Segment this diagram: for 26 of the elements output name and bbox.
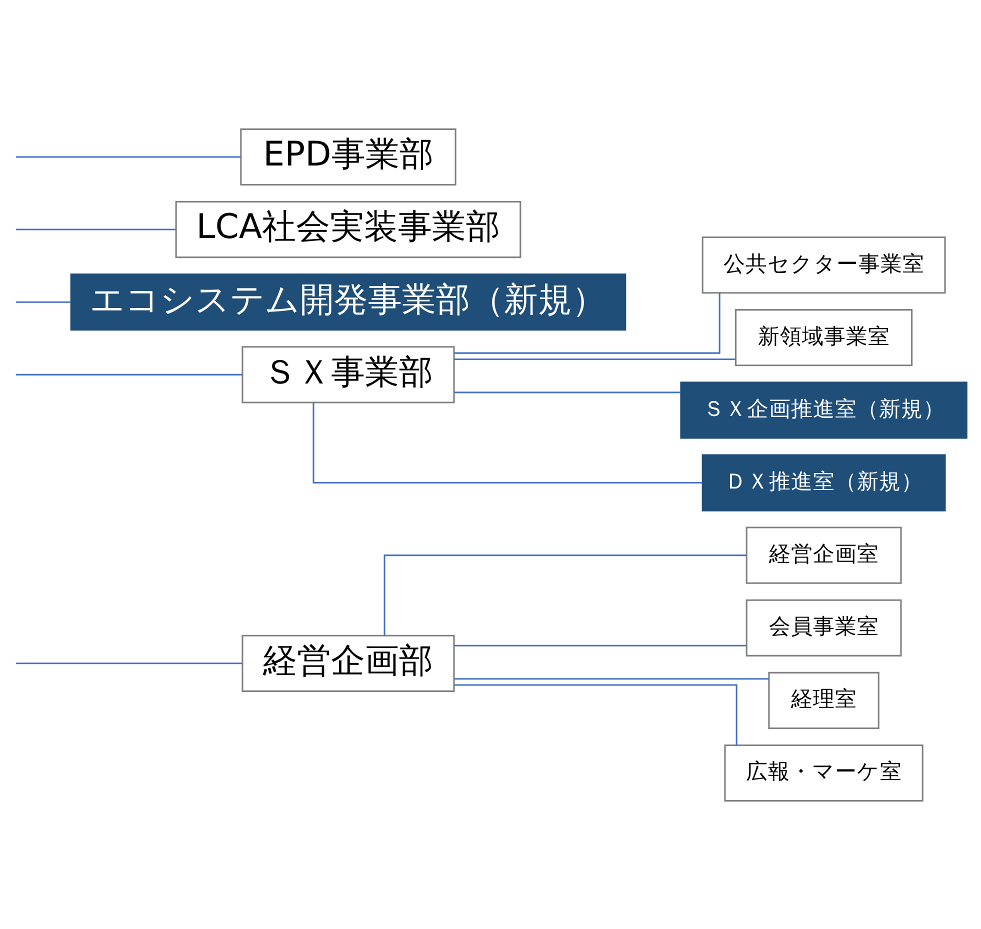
node-box: 新領域事業室 xyxy=(735,308,913,366)
connector xyxy=(16,228,176,230)
node-box: ＳＸ事業部 xyxy=(242,346,455,403)
connector xyxy=(16,156,241,158)
connector xyxy=(312,402,702,484)
connector xyxy=(16,300,71,302)
connector xyxy=(454,358,736,360)
node-box: ＤＸ推進室（新規） xyxy=(702,454,946,511)
node-box: 経営企画部 xyxy=(242,634,455,692)
connector xyxy=(454,391,681,393)
connector xyxy=(16,373,242,375)
node-box: ＳＸ企画推進室（新規） xyxy=(680,381,968,438)
node-box: 経営企画室 xyxy=(746,526,902,584)
node-box: 経理室 xyxy=(768,671,880,729)
node-box: EPD事業部 xyxy=(240,128,456,186)
node-box: 公共セクター事業室 xyxy=(702,236,946,294)
node-box: 広報・マーケ室 xyxy=(724,744,924,802)
connector xyxy=(454,644,746,646)
connector xyxy=(16,662,242,664)
node-box: LCA社会実装事業部 xyxy=(175,200,522,258)
connector xyxy=(384,554,746,636)
connector xyxy=(454,292,720,354)
connector xyxy=(454,678,769,680)
connector xyxy=(454,684,738,745)
node-box: 会員事業室 xyxy=(746,598,902,656)
node-box: エコシステム開発事業部（新規） xyxy=(70,273,626,330)
